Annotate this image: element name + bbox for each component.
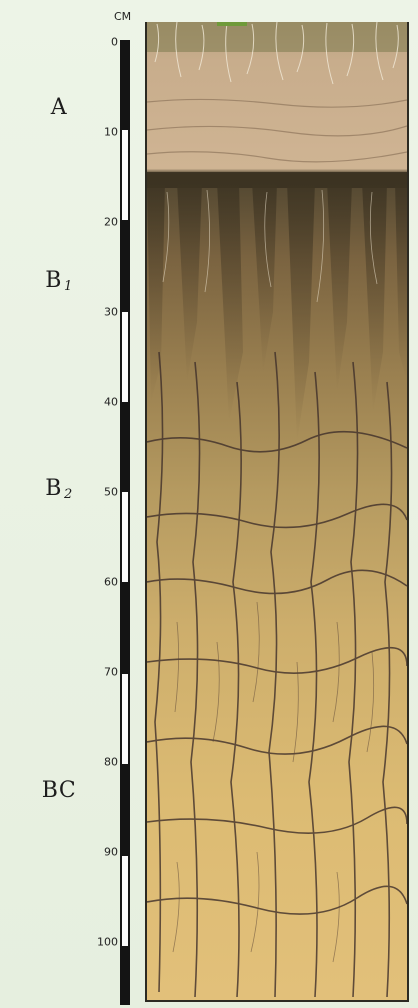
ruler-segment-white [122,312,128,402]
depth-tick-10: 10 [86,126,118,139]
ruler-bar [120,40,130,1005]
horizon-label-bc: BC [24,778,94,803]
soil-body [147,22,407,1000]
ruler-segment-white [122,130,128,220]
ruler-segment-white [122,674,128,764]
soil-profile-drawing [147,22,407,1000]
depth-tick-60: 60 [86,576,118,589]
depth-tick-40: 40 [86,396,118,409]
horizon-a-letter: A [51,95,67,120]
depth-unit-label: СМ [114,10,131,23]
depth-tick-100: 100 [86,936,118,949]
horizon-b2-subscript: 2 [64,487,73,502]
surface-grass [217,22,247,26]
horizon-b2-letter: B [45,476,62,501]
ruler-segment-white [122,856,128,946]
depth-tick-90: 90 [86,846,118,859]
depth-tick-70: 70 [86,666,118,679]
depth-tick-50: 50 [86,486,118,499]
horizon-label-b1: B1 [24,268,94,294]
surface-root-mat [147,22,407,52]
ruler-segment-white [122,492,128,582]
horizon-b1-letter: B [45,268,62,293]
horizon-label-b2: B2 [24,476,94,502]
horizon-label-a: A [24,95,94,120]
depth-tick-0: 0 [86,36,118,49]
horizon-bc-letter: BC [42,778,76,803]
depth-tick-20: 20 [86,216,118,229]
depth-ruler: СМ 0 10 20 30 40 50 60 70 80 90 100 [90,10,150,1005]
depth-tick-80: 80 [86,756,118,769]
horizon-b1-subscript: 1 [64,279,73,294]
soil-profile-column [145,22,409,1002]
depth-tick-30: 30 [86,306,118,319]
